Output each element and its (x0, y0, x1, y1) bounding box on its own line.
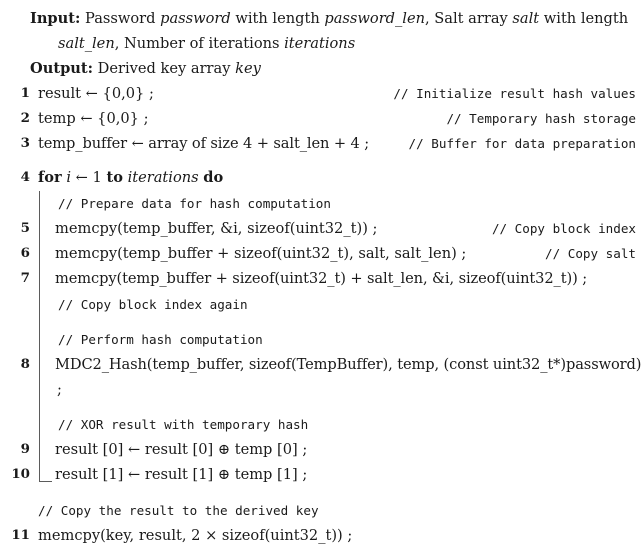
algorithm-block: Input: Password password with length pas… (0, 6, 642, 544)
code-line-4-for-header: 4 for i ← 1 to iterations do (0, 165, 640, 190)
input-text-mid2: , Salt array (425, 10, 513, 27)
loop-body-block: // Prepare data for hash computation 5 m… (0, 190, 642, 487)
code-comment: // Buffer for data preparation (408, 136, 636, 151)
keyword-to: to (106, 169, 123, 186)
input-text-mid1: with length (230, 10, 325, 27)
line-number: 3 (20, 135, 30, 151)
code-comment: // Copy block index (491, 221, 636, 236)
comment-perform-hash: // Perform hash computation (0, 326, 640, 352)
code-comment: // Copy salt (545, 246, 636, 261)
line-number: 10 (11, 466, 30, 482)
code-text: memcpy(temp_buffer + sizeof(uint32_t), s… (55, 245, 467, 262)
line-number: 1 (20, 85, 30, 101)
comment-xor-result: // XOR result with temporary hash (0, 411, 640, 437)
line-number: 2 (20, 110, 30, 126)
code-text: temp ← {0,0} ; (38, 110, 149, 127)
keyword-do: do (203, 169, 224, 186)
loop-var: i (66, 169, 72, 186)
keyword-for: for (38, 169, 62, 186)
comment-text: // XOR result with temporary hash (58, 417, 309, 432)
input-var-password: password (160, 10, 231, 27)
code-line-11: 11 memcpy(key, result, 2 × sizeof(uint32… (0, 523, 640, 548)
code-line-5: 5 memcpy(temp_buffer, &i, sizeof(uint32_… (0, 216, 640, 241)
code-line-1: 1 result ← {0,0} ; // Initialize result … (0, 81, 640, 106)
output-var-key: key (235, 60, 261, 77)
code-comment: // Initialize result hash values (393, 86, 636, 101)
input-text-iterations: , Number of iterations (114, 35, 285, 52)
comment-text: // Prepare data for hash computation (58, 196, 331, 211)
input-label: Input: (30, 10, 81, 27)
comment-text: // Perform hash computation (58, 332, 263, 347)
line-number: 5 (20, 220, 30, 236)
code-line-3: 3 temp_buffer ← array of size 4 + salt_l… (0, 131, 640, 156)
algorithm-input-line: Input: Password password with length pas… (0, 6, 640, 31)
code-text: memcpy(temp_buffer, &i, sizeof(uint32_t)… (55, 220, 378, 237)
line-number: 9 (20, 441, 30, 457)
tail-section: // Copy the result to the derived key 11… (0, 497, 640, 548)
code-line-2: 2 temp ← {0,0} ; // Temporary hash stora… (0, 106, 640, 131)
code-text: memcpy(temp_buffer + sizeof(uint32_t) + … (55, 270, 588, 287)
input-var-salt-len: salt_len (58, 35, 115, 52)
code-text: result [0] ← result [0] ⊕ temp [0] ; (55, 441, 308, 458)
code-text: memcpy(key, result, 2 × sizeof(uint32_t)… (38, 527, 353, 544)
line-number: 6 (20, 245, 30, 261)
input-var-password-len: password_len (324, 10, 426, 27)
code-text: result [1] ← result [1] ⊕ temp [1] ; (55, 466, 308, 483)
line-number: 4 (20, 169, 30, 185)
input-var-iterations: iterations (284, 35, 356, 52)
algorithm-output-line: Output: Derived key array key (0, 56, 640, 81)
line-number: 7 (20, 270, 30, 286)
code-comment: // Temporary hash storage (446, 111, 636, 126)
input-text-pre: Password (85, 10, 161, 27)
code-line-9: 9 result [0] ← result [0] ⊕ temp [0] ; (0, 437, 640, 462)
output-label: Output: (30, 60, 94, 77)
loop-arrow-text: ← 1 (71, 169, 107, 186)
comment-copy-block-index-again: // Copy block index again (0, 291, 640, 317)
output-text: Derived key array (97, 60, 236, 77)
code-text: MDC2_Hash(temp_buffer, sizeof(TempBuffer… (55, 356, 642, 373)
comment-prepare-data: // Prepare data for hash computation (0, 190, 640, 216)
loop-bound: iterations (127, 169, 199, 186)
loop-rule-foot (39, 480, 52, 482)
code-line-10: 10 result [1] ← result [1] ⊕ temp [1] ; (0, 462, 640, 487)
line-number: 8 (20, 356, 30, 372)
code-text-cont: ; (57, 381, 62, 398)
input-text-mid3: with length (539, 10, 629, 27)
code-line-6: 6 memcpy(temp_buffer + sizeof(uint32_t),… (0, 241, 640, 266)
comment-text: // Copy the result to the derived key (38, 503, 319, 518)
input-var-salt: salt (512, 10, 540, 27)
loop-vertical-rule (39, 191, 41, 481)
line-number: 11 (11, 527, 30, 543)
code-text: temp_buffer ← array of size 4 + salt_len… (38, 135, 370, 152)
code-line-8: 8 MDC2_Hash(temp_buffer, sizeof(TempBuff… (0, 352, 642, 377)
comment-text: // Copy block index again (58, 297, 248, 312)
code-line-8-continuation: ; (0, 377, 640, 402)
algorithm-input-line-cont: salt_len, Number of iterations iteration… (0, 31, 640, 56)
code-text: result ← {0,0} ; (38, 85, 154, 102)
code-line-7: 7 memcpy(temp_buffer + sizeof(uint32_t) … (0, 266, 640, 291)
